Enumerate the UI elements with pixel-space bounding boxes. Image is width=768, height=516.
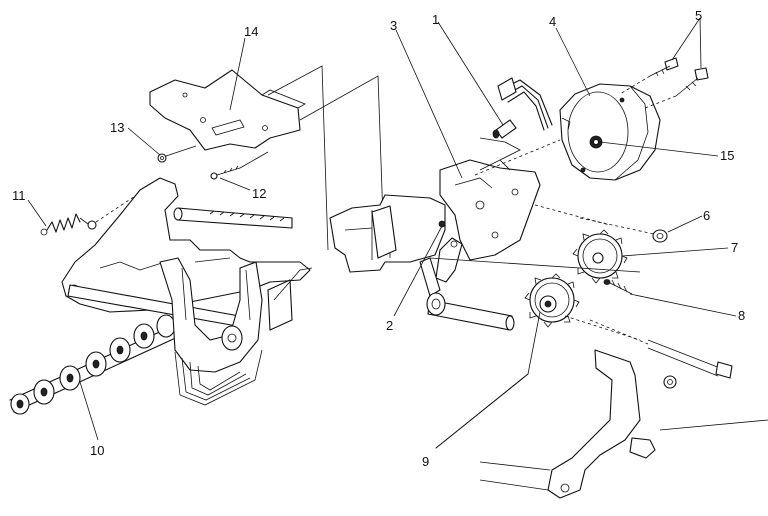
callout-8: 8 <box>738 308 745 323</box>
shift-fork-assembly <box>159 257 263 406</box>
callout-7: 7 <box>731 240 738 255</box>
part-3-mount-plate <box>439 159 541 261</box>
callout-15: 15 <box>720 148 734 163</box>
part-9-gear <box>524 273 580 328</box>
part-7-gear <box>572 229 628 284</box>
callout-12: 12 <box>252 186 266 201</box>
part-10-worm-coil <box>9 314 181 415</box>
center-housing <box>329 194 446 273</box>
part-12-screw <box>210 151 269 180</box>
leader-lines <box>27 17 737 449</box>
callout-9: 9 <box>422 454 429 469</box>
lower-bolt <box>589 319 733 379</box>
guide-line-14b <box>299 75 385 249</box>
part-1-pin <box>492 119 517 139</box>
part-11-spring <box>40 185 151 236</box>
callout-11: 11 <box>12 188 26 203</box>
callout-6: 6 <box>703 208 710 223</box>
callout-1: 1 <box>432 12 439 27</box>
part-14-bracket-plate <box>149 69 306 151</box>
guide-line-gear <box>564 315 641 341</box>
part-4-motor <box>559 83 661 181</box>
callout-4: 4 <box>549 14 556 29</box>
link-arm <box>419 237 463 297</box>
center-shaft <box>426 292 515 331</box>
lower-lever <box>479 349 768 499</box>
motor-wire-bundle <box>497 77 553 131</box>
callout-13: 13 <box>110 120 124 135</box>
guide-line-14a <box>267 65 329 251</box>
guide-line-plate <box>534 204 611 226</box>
callout-3: 3 <box>390 18 397 33</box>
guide-line-shaft <box>429 257 641 273</box>
callout-10: 10 <box>90 443 104 458</box>
callout-5: 5 <box>695 8 702 23</box>
part-13-nut <box>157 145 197 163</box>
callout-labels: 1 2 3 4 5 6 7 8 9 10 11 12 13 14 15 <box>12 8 745 469</box>
part-6-ring <box>579 217 668 243</box>
callout-14: 14 <box>244 24 258 39</box>
frame-shaft <box>173 207 293 229</box>
guide-box-upper <box>479 137 521 161</box>
standoff-block <box>267 267 313 331</box>
callout-2: 2 <box>386 318 393 333</box>
part-8-pin <box>603 279 633 295</box>
